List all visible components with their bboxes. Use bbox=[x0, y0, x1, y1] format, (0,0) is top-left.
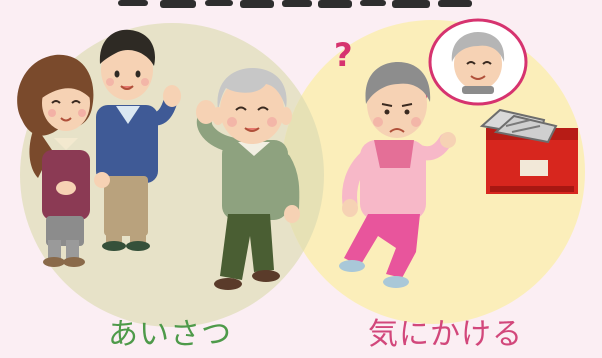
question-mark-icon: ? bbox=[334, 36, 353, 74]
worried-woman-figure bbox=[339, 62, 456, 288]
elderly-man-figure bbox=[196, 68, 300, 290]
woman-figure bbox=[17, 54, 94, 267]
cropped-title-fragments bbox=[118, 0, 472, 8]
mailbox-icon bbox=[479, 108, 578, 194]
caption-caring: 気にかける bbox=[368, 317, 523, 352]
caption-greeting: あいさつ bbox=[108, 317, 232, 352]
man-figure bbox=[94, 29, 181, 251]
